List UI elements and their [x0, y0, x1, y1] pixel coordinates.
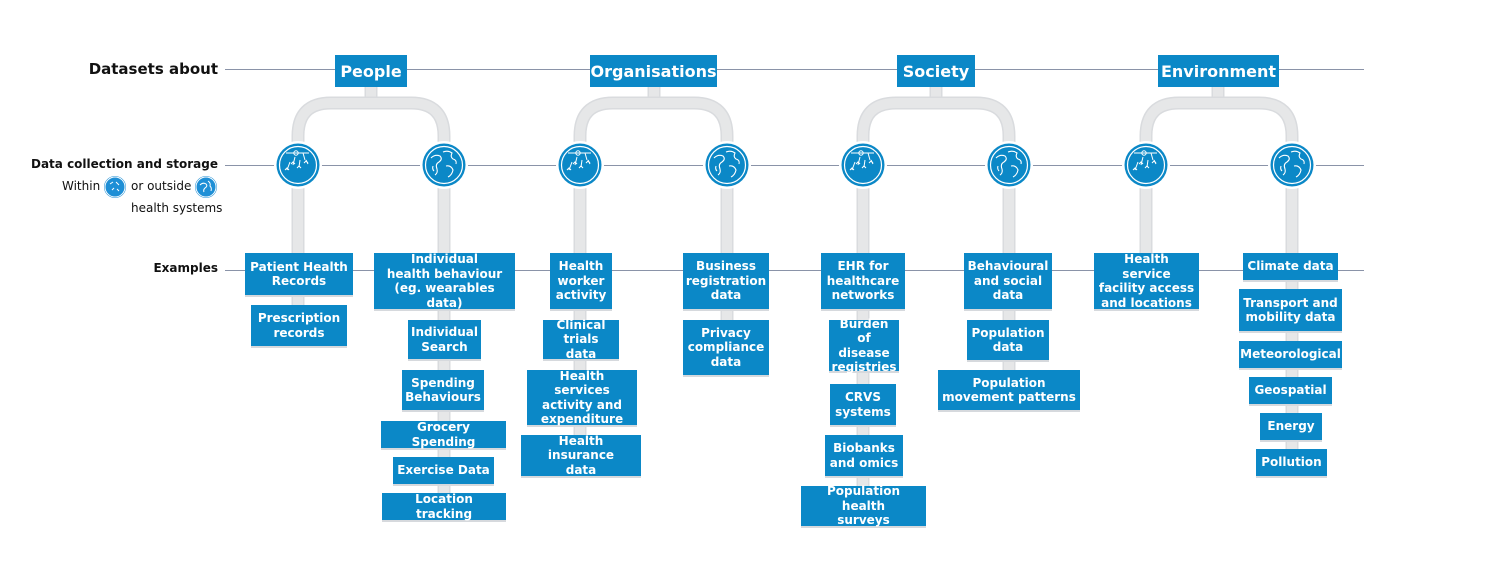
- globe-icon: [984, 140, 1034, 190]
- branch-pipe-2-fill: [858, 98, 1014, 150]
- health-system-icon: [555, 140, 605, 190]
- or-outside-label: or outside: [131, 179, 192, 193]
- category-environment: Environment: [1158, 55, 1279, 87]
- examples-line: [225, 270, 1364, 271]
- example-box: Business registration data: [683, 253, 769, 309]
- health-system-icon: [838, 140, 888, 190]
- health-system-icon: [1121, 140, 1171, 190]
- example-box: Individual Search: [408, 320, 481, 359]
- example-box: Geospatial: [1249, 377, 1332, 404]
- category-organisations: Organisations: [590, 55, 717, 87]
- example-box: Patient Health Records: [245, 253, 353, 295]
- globe-mini-icon: [195, 176, 217, 198]
- example-box: Climate data: [1243, 253, 1338, 280]
- example-box: Individual health behaviour (eg. wearabl…: [374, 252, 515, 310]
- example-box: Health service facility access and locat…: [1094, 252, 1199, 310]
- category-society: Society: [897, 55, 975, 87]
- example-box: Behavioural and social data: [964, 253, 1052, 309]
- globe-icon: [419, 140, 469, 190]
- branch-pipe-1-fill: [575, 98, 732, 150]
- example-box: Energy: [1260, 413, 1322, 440]
- category-people: People: [335, 55, 407, 87]
- example-box: Spending Behaviours: [402, 370, 484, 410]
- example-box: Pollution: [1256, 449, 1327, 476]
- collection-line: [225, 165, 1364, 166]
- example-box: Health worker activity: [550, 253, 612, 309]
- example-box: Location tracking: [382, 492, 506, 521]
- example-box: Population data: [967, 320, 1049, 360]
- example-box: Privacy compliance data: [683, 320, 769, 375]
- globe-icon: [1267, 140, 1317, 190]
- example-box: EHR for healthcare networks: [821, 253, 905, 309]
- example-box: Transport and mobility data: [1239, 289, 1342, 331]
- example-box: Exercise Data: [393, 457, 494, 484]
- example-box: Health insurance data: [521, 434, 641, 477]
- datasets-about-label: Datasets about: [88, 60, 218, 78]
- example-box: Biobanks and omics: [825, 435, 903, 476]
- data-collection-label: Data collection and storage: [31, 157, 218, 171]
- branch-pipe-3-fill: [1141, 98, 1297, 150]
- example-box: Meteorological: [1239, 341, 1342, 368]
- example-box: Grocery Spending: [381, 420, 506, 449]
- examples-label: Examples: [153, 261, 218, 275]
- example-box: Burden of disease registries: [829, 317, 899, 374]
- within-label: Within: [62, 179, 101, 193]
- example-box: Population health surveys: [801, 484, 926, 527]
- globe-icon: [702, 140, 752, 190]
- health-systems-label: health systems: [131, 201, 223, 215]
- health-system-icon: [273, 140, 323, 190]
- example-box: Clinical trials data: [543, 318, 619, 361]
- branch-pipe-0-fill: [293, 98, 449, 150]
- health-system-mini-icon: [104, 176, 126, 198]
- example-box: Prescription records: [251, 305, 347, 346]
- example-box: CRVS systems: [830, 384, 896, 425]
- example-box: Health services activity and expenditure: [527, 369, 637, 426]
- example-box: Population movement patterns: [938, 370, 1080, 410]
- datasets-line: [225, 69, 1364, 70]
